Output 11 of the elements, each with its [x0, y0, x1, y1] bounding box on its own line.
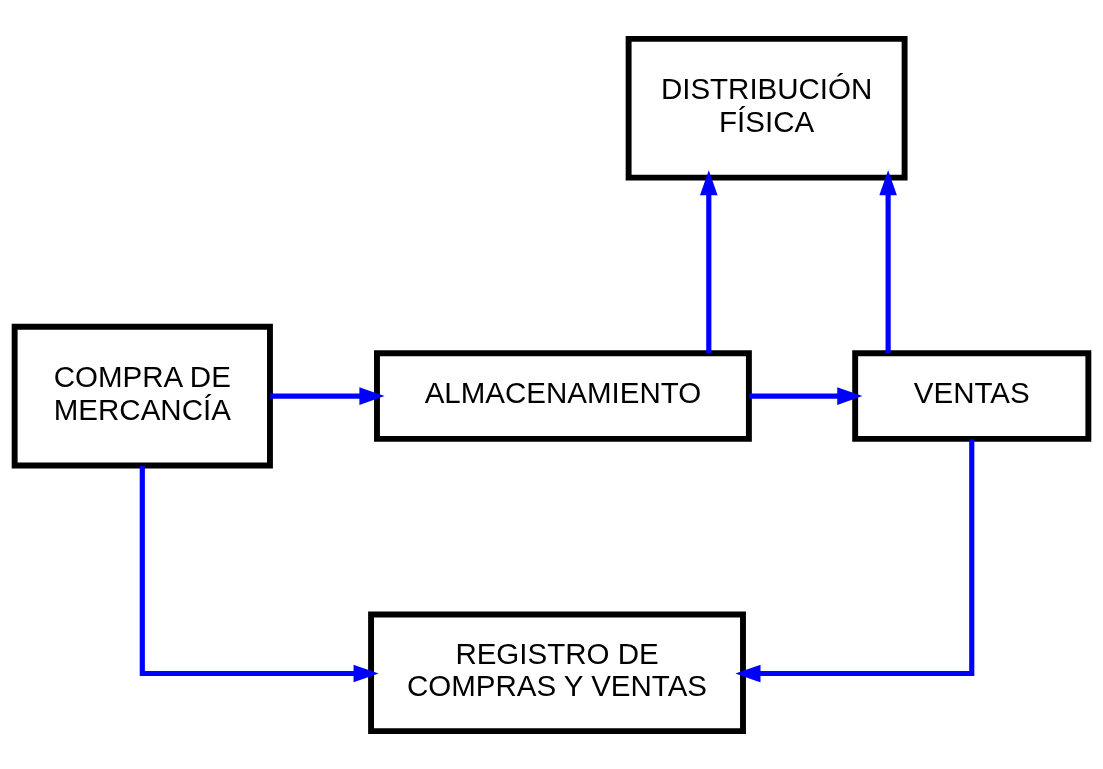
node-box: COMPRA DE MERCANCÍA	[11, 323, 273, 468]
arrow	[749, 386, 863, 405]
node-box: DISTRIBUCIÓN FÍSICA	[625, 35, 908, 181]
node-box: REGISTRO DE COMPRAS Y VENTAS	[368, 611, 746, 734]
arrow	[139, 465, 379, 682]
arrow	[270, 386, 385, 405]
node-box: ALMACENAMIENTO	[374, 349, 752, 442]
arrow	[879, 169, 897, 353]
node-box: VENTAS	[852, 349, 1092, 442]
arrow	[700, 169, 718, 353]
arrow	[735, 438, 975, 682]
